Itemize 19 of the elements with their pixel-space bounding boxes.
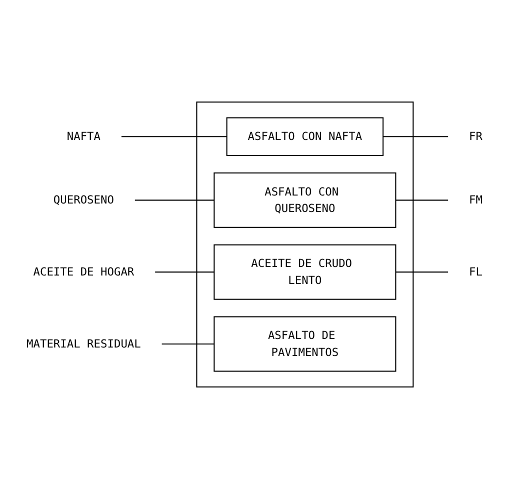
node-text: FR [469, 130, 482, 143]
connector [155, 272, 214, 273]
connector [396, 200, 448, 201]
node-box: ASFALTO CON NAFTA [226, 117, 384, 156]
connector [162, 343, 214, 345]
node-text: NAFTA [66, 130, 101, 143]
node-box: ASFALTO DE PAVIMENTOS [214, 316, 396, 372]
node-text: QUEROSENO [53, 193, 114, 206]
node-text: FL [469, 265, 482, 278]
node-box: ASFALTO CON QUEROSENO [214, 172, 396, 228]
node-text: ACEITE DE HOGAR [33, 265, 134, 278]
node-text: FM [469, 193, 482, 206]
cluster [196, 102, 414, 388]
connector [134, 200, 214, 201]
node-text: MATERIAL RESIDUAL [26, 337, 141, 350]
node-box: ACEITE DE CRUDO LENTO [214, 244, 396, 300]
connector [396, 272, 448, 273]
connector [121, 136, 227, 138]
connector [383, 136, 448, 138]
